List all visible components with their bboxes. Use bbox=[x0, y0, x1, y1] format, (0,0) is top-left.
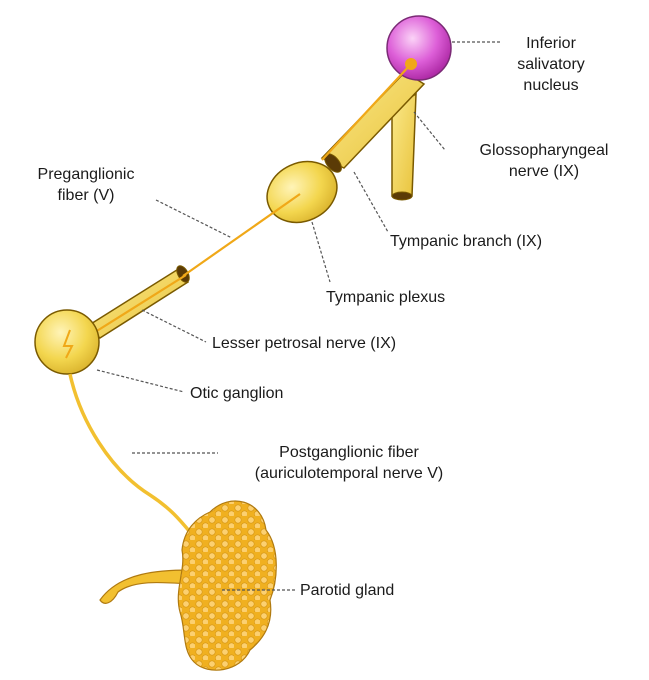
leader-lesser-petrosal-nerve bbox=[142, 310, 206, 342]
leader-tympanic-branch bbox=[354, 172, 388, 232]
label-preganglionic-fiber: Preganglionic fiber (V) bbox=[10, 164, 162, 206]
label-parotid-gland: Parotid gland bbox=[300, 580, 394, 601]
parotid-gland-body bbox=[178, 501, 276, 670]
leader-otic-ganglion bbox=[97, 370, 184, 392]
label-tympanic-branch: Tympanic branch (IX) bbox=[390, 231, 542, 252]
leader-glossopharyngeal-nerve bbox=[414, 112, 445, 150]
otic-ganglion-body bbox=[35, 310, 99, 374]
label-glossopharyngeal-nerve: Glossopharyngeal nerve (IX) bbox=[446, 140, 642, 182]
leader-tympanic-plexus bbox=[312, 222, 330, 282]
leader-preganglionic-fiber bbox=[156, 200, 232, 238]
parotid-duct bbox=[100, 570, 190, 603]
label-postganglionic-fiber: Postganglionic fiber (auriculotemporal n… bbox=[216, 442, 482, 484]
label-lesser-petrosal-nerve: Lesser petrosal nerve (IX) bbox=[212, 333, 396, 354]
label-otic-ganglion: Otic ganglion bbox=[190, 383, 283, 404]
inferior-salivatory-nucleus-sphere bbox=[387, 16, 451, 80]
label-tympanic-plexus: Tympanic plexus bbox=[326, 287, 445, 308]
label-inferior-salivatory-nucleus: Inferior salivatory nucleus bbox=[496, 33, 606, 96]
leader-lines bbox=[97, 42, 500, 590]
